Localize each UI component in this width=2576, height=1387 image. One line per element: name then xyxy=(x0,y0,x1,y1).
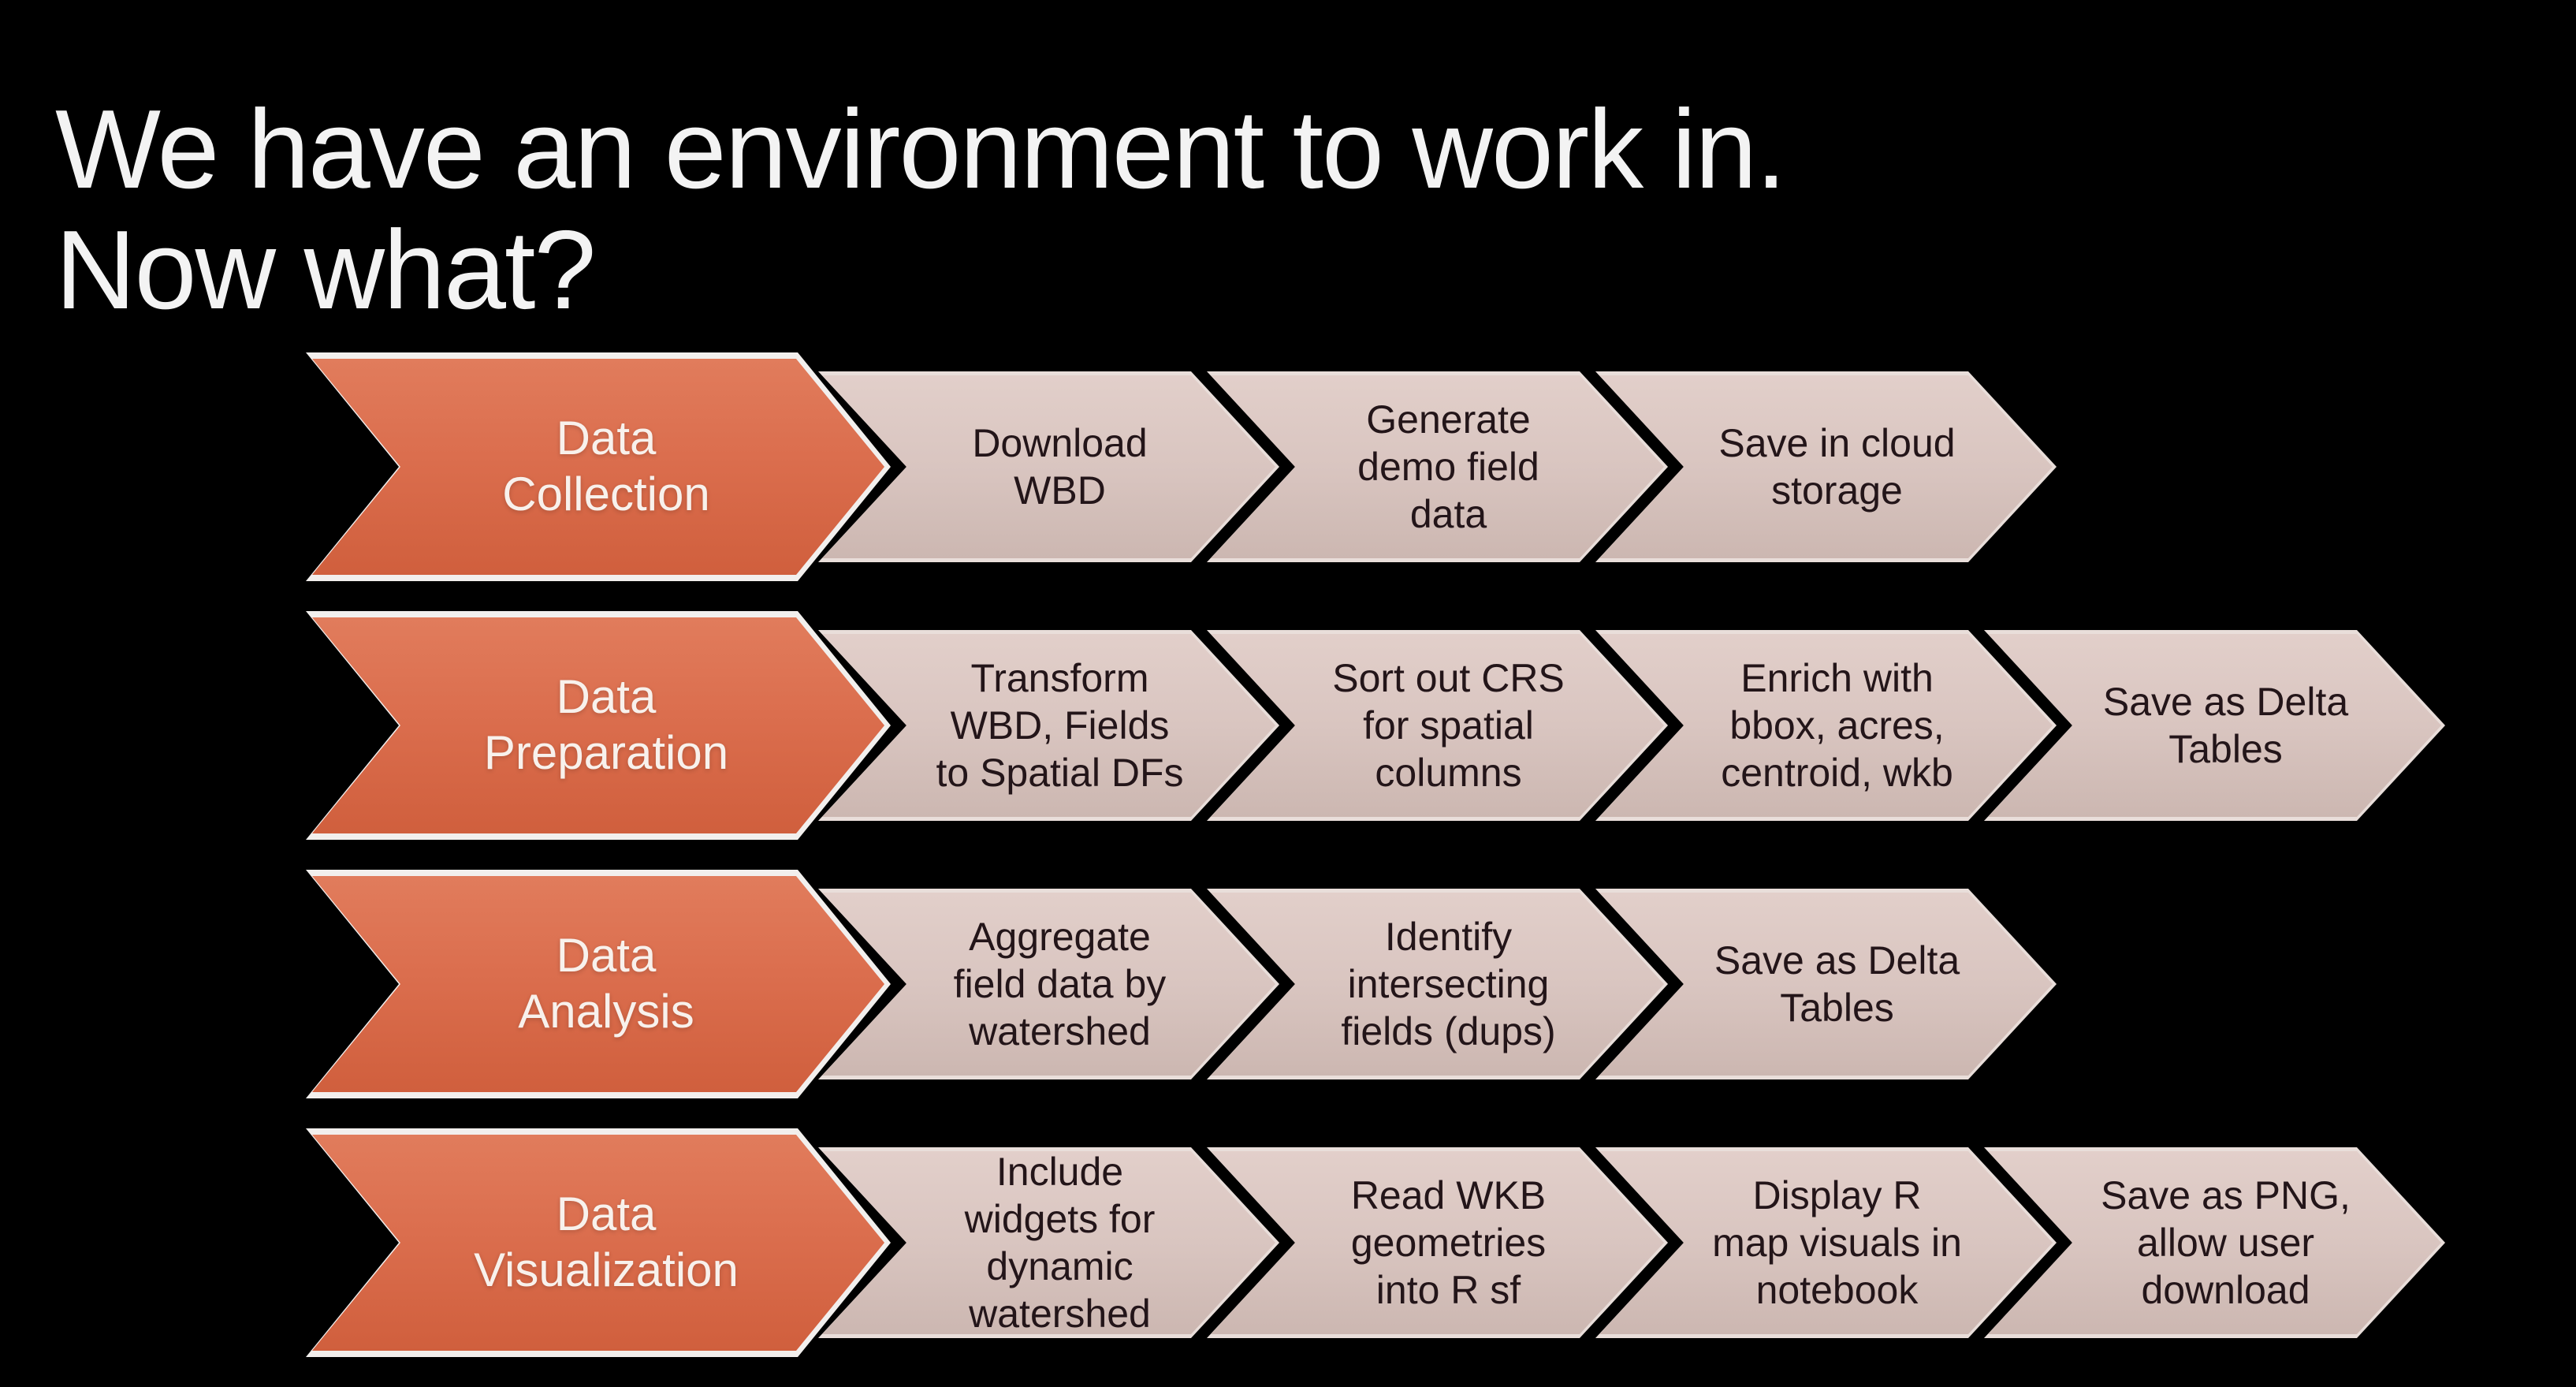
process-row-data-visualization: Data Visualization Include widgets for dy… xyxy=(306,1128,2445,1357)
step-chevron-sort-out-crs-for-spatial-columns: Sort out CRS for spatial columns xyxy=(1207,630,1668,821)
step-chevron-download-wbd-label: Download WBD xyxy=(972,421,1148,513)
step-chevron-transform-wbd-fields-to-spatial-dfs-label: Transform WBD, Fields to Spatial DFs xyxy=(936,656,1184,795)
step-chevron-read-wkb-geometries-into-r-sf: Read WKB geometries into R sf xyxy=(1207,1147,1668,1338)
step-chevron-generate-demo-field-data-label: Generate demo field data xyxy=(1357,397,1539,536)
stage-chevron-data-visualization: Data Visualization xyxy=(306,1128,891,1357)
stage-chevron-data-preparation: Data Preparation xyxy=(306,611,891,840)
process-row-data-preparation: Data Preparation Transform WBD, Fields to… xyxy=(306,611,2445,840)
process-row-data-collection: Data Collection Download WBD Generate demo… xyxy=(306,352,2057,581)
slide-title: We have an environment to work in. Now w… xyxy=(55,87,1787,334)
step-chevron-display-r-map-visuals-in-notebook-label: Display R map visuals in notebook xyxy=(1712,1173,1962,1312)
step-chevron-aggregate-field-data-by-watershed-label: Aggregate field data by watershed xyxy=(953,915,1167,1053)
step-chevron-download-wbd: Download WBD xyxy=(818,371,1279,562)
step-chevron-display-r-map-visuals-in-notebook: Display R map visuals in notebook xyxy=(1595,1147,2057,1338)
step-chevron-include-widgets-for-dynamic-watershed: Include widgets for dynamic watershed xyxy=(818,1147,1279,1338)
chevron-fill xyxy=(312,359,884,575)
step-chevron-save-in-cloud-storage-label: Save in cloud storage xyxy=(1718,421,1956,513)
stage-chevron-data-preparation-label: Data Preparation xyxy=(483,670,729,779)
step-chevron-sort-out-crs-for-spatial-columns-label: Sort out CRS for spatial columns xyxy=(1332,656,1565,795)
step-chevron-save-as-delta-tables: Save as Delta Tables xyxy=(1595,889,2057,1079)
chevron-fill xyxy=(312,617,884,833)
step-chevron-transform-wbd-fields-to-spatial-dfs: Transform WBD, Fields to Spatial DFs xyxy=(818,630,1279,821)
step-chevron-identify-intersecting-fields-dups-label: Identify intersecting fields (dups) xyxy=(1341,915,1556,1053)
step-chevron-aggregate-field-data-by-watershed: Aggregate field data by watershed xyxy=(818,889,1279,1079)
process-row-data-analysis: Data Analysis Aggregate field data by wat… xyxy=(306,870,2057,1098)
step-chevron-save-as-delta-tables-label: Save as Delta Tables xyxy=(2102,680,2349,771)
step-chevron-include-widgets-for-dynamic-watershed-label: Include widgets for dynamic watershed xyxy=(964,1150,1156,1336)
stage-chevron-data-collection: Data Collection xyxy=(306,352,891,581)
step-chevron-read-wkb-geometries-into-r-sf-label: Read WKB geometries into R sf xyxy=(1350,1173,1547,1312)
stage-chevron-data-analysis: Data Analysis xyxy=(306,870,891,1098)
step-chevron-save-in-cloud-storage: Save in cloud storage xyxy=(1595,371,2057,562)
chevron-fill xyxy=(312,1135,884,1351)
step-chevron-enrich-with-bbox-acres-centroid-wkb-label: Enrich with bbox, acres, centroid, wkb xyxy=(1721,656,1953,795)
chevron-fill xyxy=(312,876,884,1092)
step-chevron-save-as-delta-tables-label: Save as Delta Tables xyxy=(1714,938,1960,1030)
stage-chevron-data-visualization-label: Data Visualization xyxy=(474,1188,739,1296)
stage-chevron-data-analysis-label: Data Analysis xyxy=(518,929,694,1038)
stage-chevron-data-collection-label: Data Collection xyxy=(502,412,710,520)
step-chevron-identify-intersecting-fields-dups: Identify intersecting fields (dups) xyxy=(1207,889,1668,1079)
step-chevron-save-as-png-allow-user-download: Save as PNG, allow user download xyxy=(1984,1147,2445,1338)
step-chevron-save-as-png-allow-user-download-label: Save as PNG, allow user download xyxy=(2101,1173,2351,1312)
step-chevron-save-as-delta-tables: Save as Delta Tables xyxy=(1984,630,2445,821)
step-chevron-enrich-with-bbox-acres-centroid-wkb: Enrich with bbox, acres, centroid, wkb xyxy=(1595,630,2057,821)
process-flow-diagram: Data Collection Download WBD Generate demo… xyxy=(306,352,2445,1387)
step-chevron-generate-demo-field-data: Generate demo field data xyxy=(1207,371,1668,562)
